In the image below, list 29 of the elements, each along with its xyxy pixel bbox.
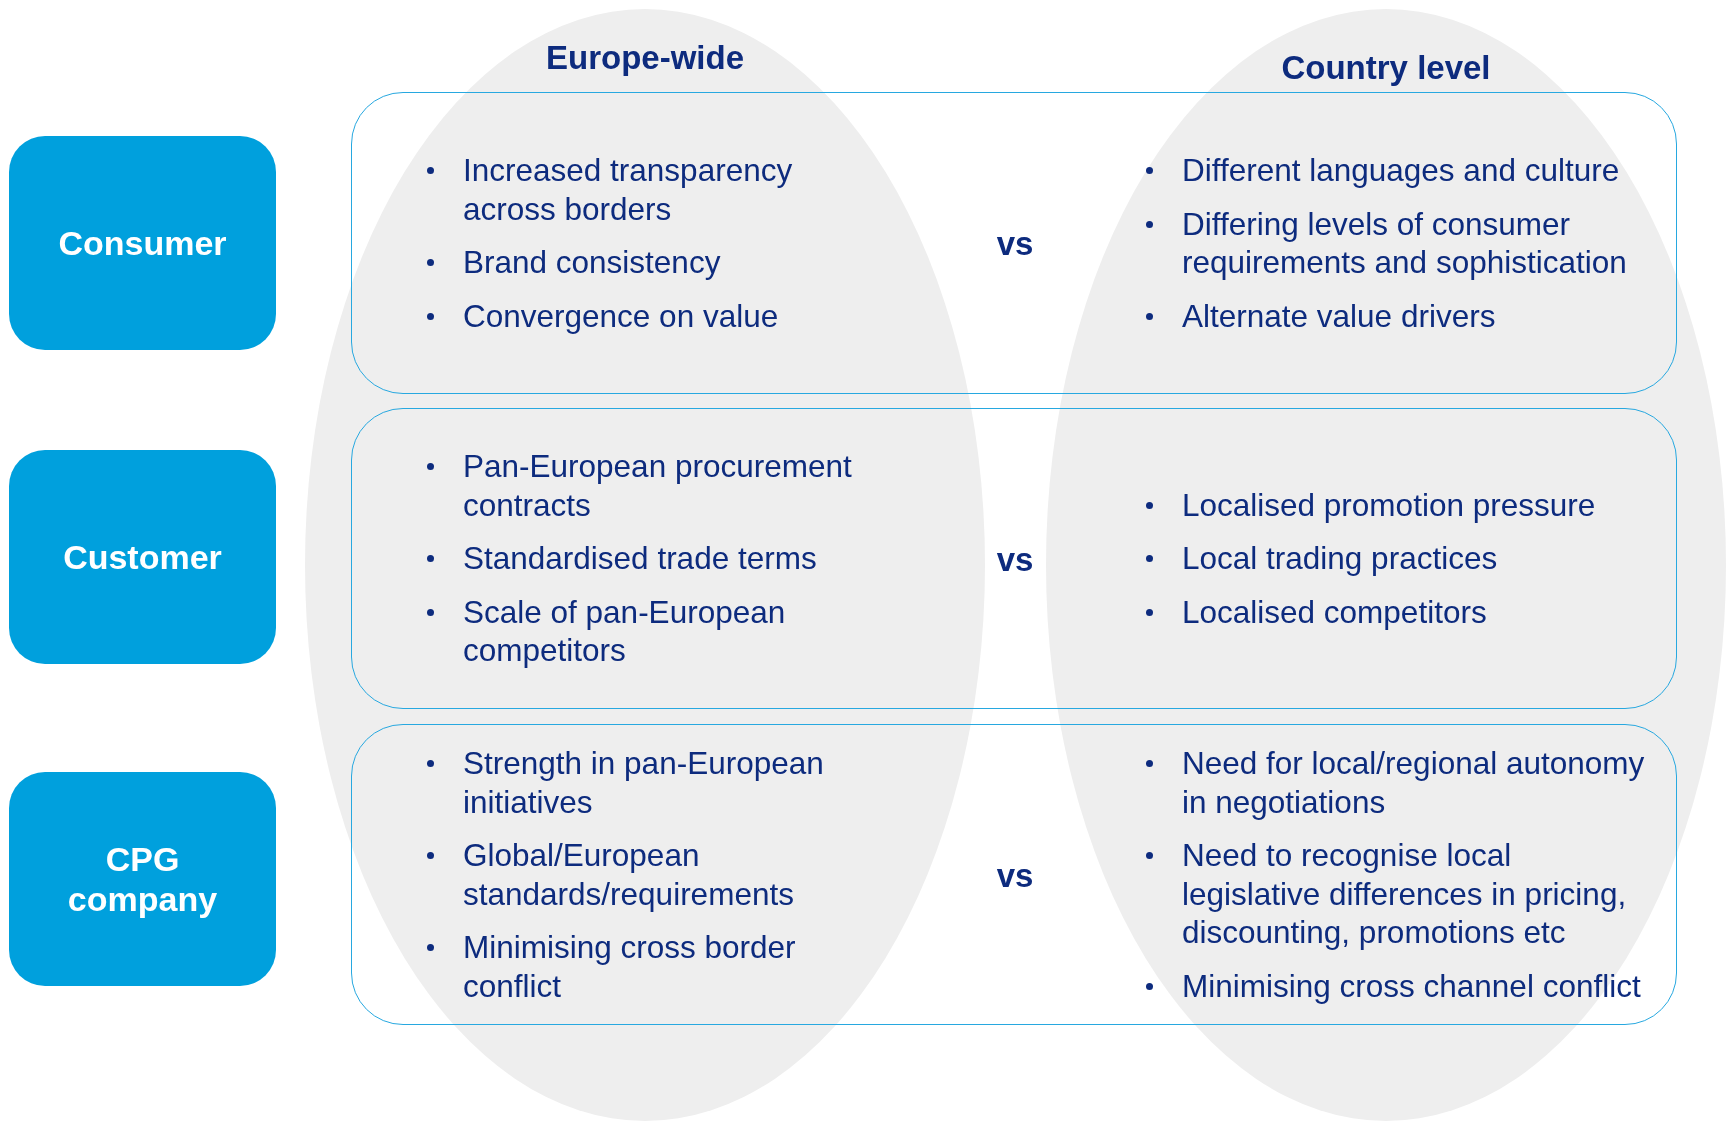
vs-label: vs — [996, 856, 1034, 895]
bullet-item: Minimising cross channel conflict — [1182, 966, 1642, 1005]
row-band — [351, 408, 1677, 709]
row-band — [351, 724, 1677, 1025]
bullet-item: Increased transparency across borders — [463, 151, 794, 228]
bullet-item: Standardised trade terms — [463, 539, 818, 578]
bullet-item: Brand consistency — [463, 243, 722, 282]
bullet-item: Differing levels of consumer requirements and sophistication — [1182, 204, 1628, 282]
bullet-item: Need to recognise local legislative differences in pricing, discounting, promotions etc — [1182, 836, 1628, 952]
bullet-item: Different languages and culture — [1182, 151, 1621, 190]
bullet-item: Alternate value drivers — [1182, 296, 1497, 335]
bullet-item: Pan-European procurement contracts — [463, 447, 853, 525]
category-box: CPG company — [9, 772, 276, 986]
category-box: Consumer — [9, 136, 276, 350]
row-band — [351, 92, 1677, 394]
bullet-item: Global/European standards/requirements — [463, 836, 795, 913]
category-box: Customer — [9, 450, 276, 664]
bullet-item: Minimising cross border conflict — [463, 928, 797, 1005]
bullet-item: Local trading practices — [1182, 539, 1499, 578]
bullet-item: Strength in pan-European initiatives — [463, 744, 825, 821]
bullet-item: Localised competitors — [1182, 592, 1488, 632]
vs-label: vs — [996, 225, 1034, 263]
column-heading: Europe-wide — [545, 39, 745, 77]
bullet-item: Localised promotion pressure — [1182, 485, 1597, 525]
bullet-item: Need for local/regional autonomy in negotiations — [1182, 744, 1646, 821]
column-heading: Country level — [1280, 49, 1492, 87]
bullet-item: Scale of pan-European competitors — [463, 592, 787, 670]
bullet-item: Convergence on value — [463, 296, 780, 335]
vs-label: vs — [996, 540, 1034, 579]
